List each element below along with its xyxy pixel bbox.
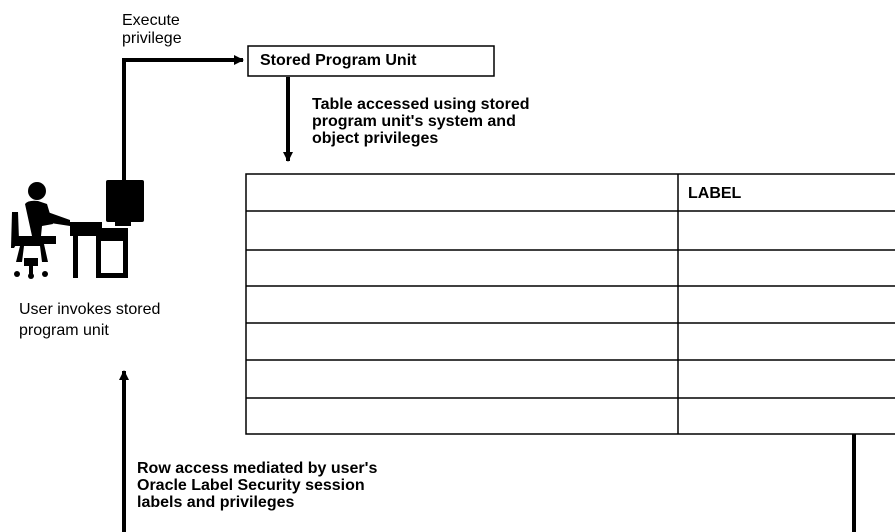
row-access-arrow [119,370,856,532]
user-workstation-icon [11,180,144,279]
execute-privilege-label: Execute privilege [122,12,182,47]
stored-program-unit-box [247,45,495,77]
table-header-label: LABEL [688,185,742,202]
row-access-note: Row access mediated by user's Oracle Lab… [137,460,378,511]
table-access-note: Table accessed using stored program unit… [312,96,530,147]
user-caption: User invokes stored program unit [19,301,161,339]
stored-program-unit-label: Stored Program Unit [260,52,417,69]
data-table [245,173,895,435]
execute-privilege-arrow [122,55,244,180]
